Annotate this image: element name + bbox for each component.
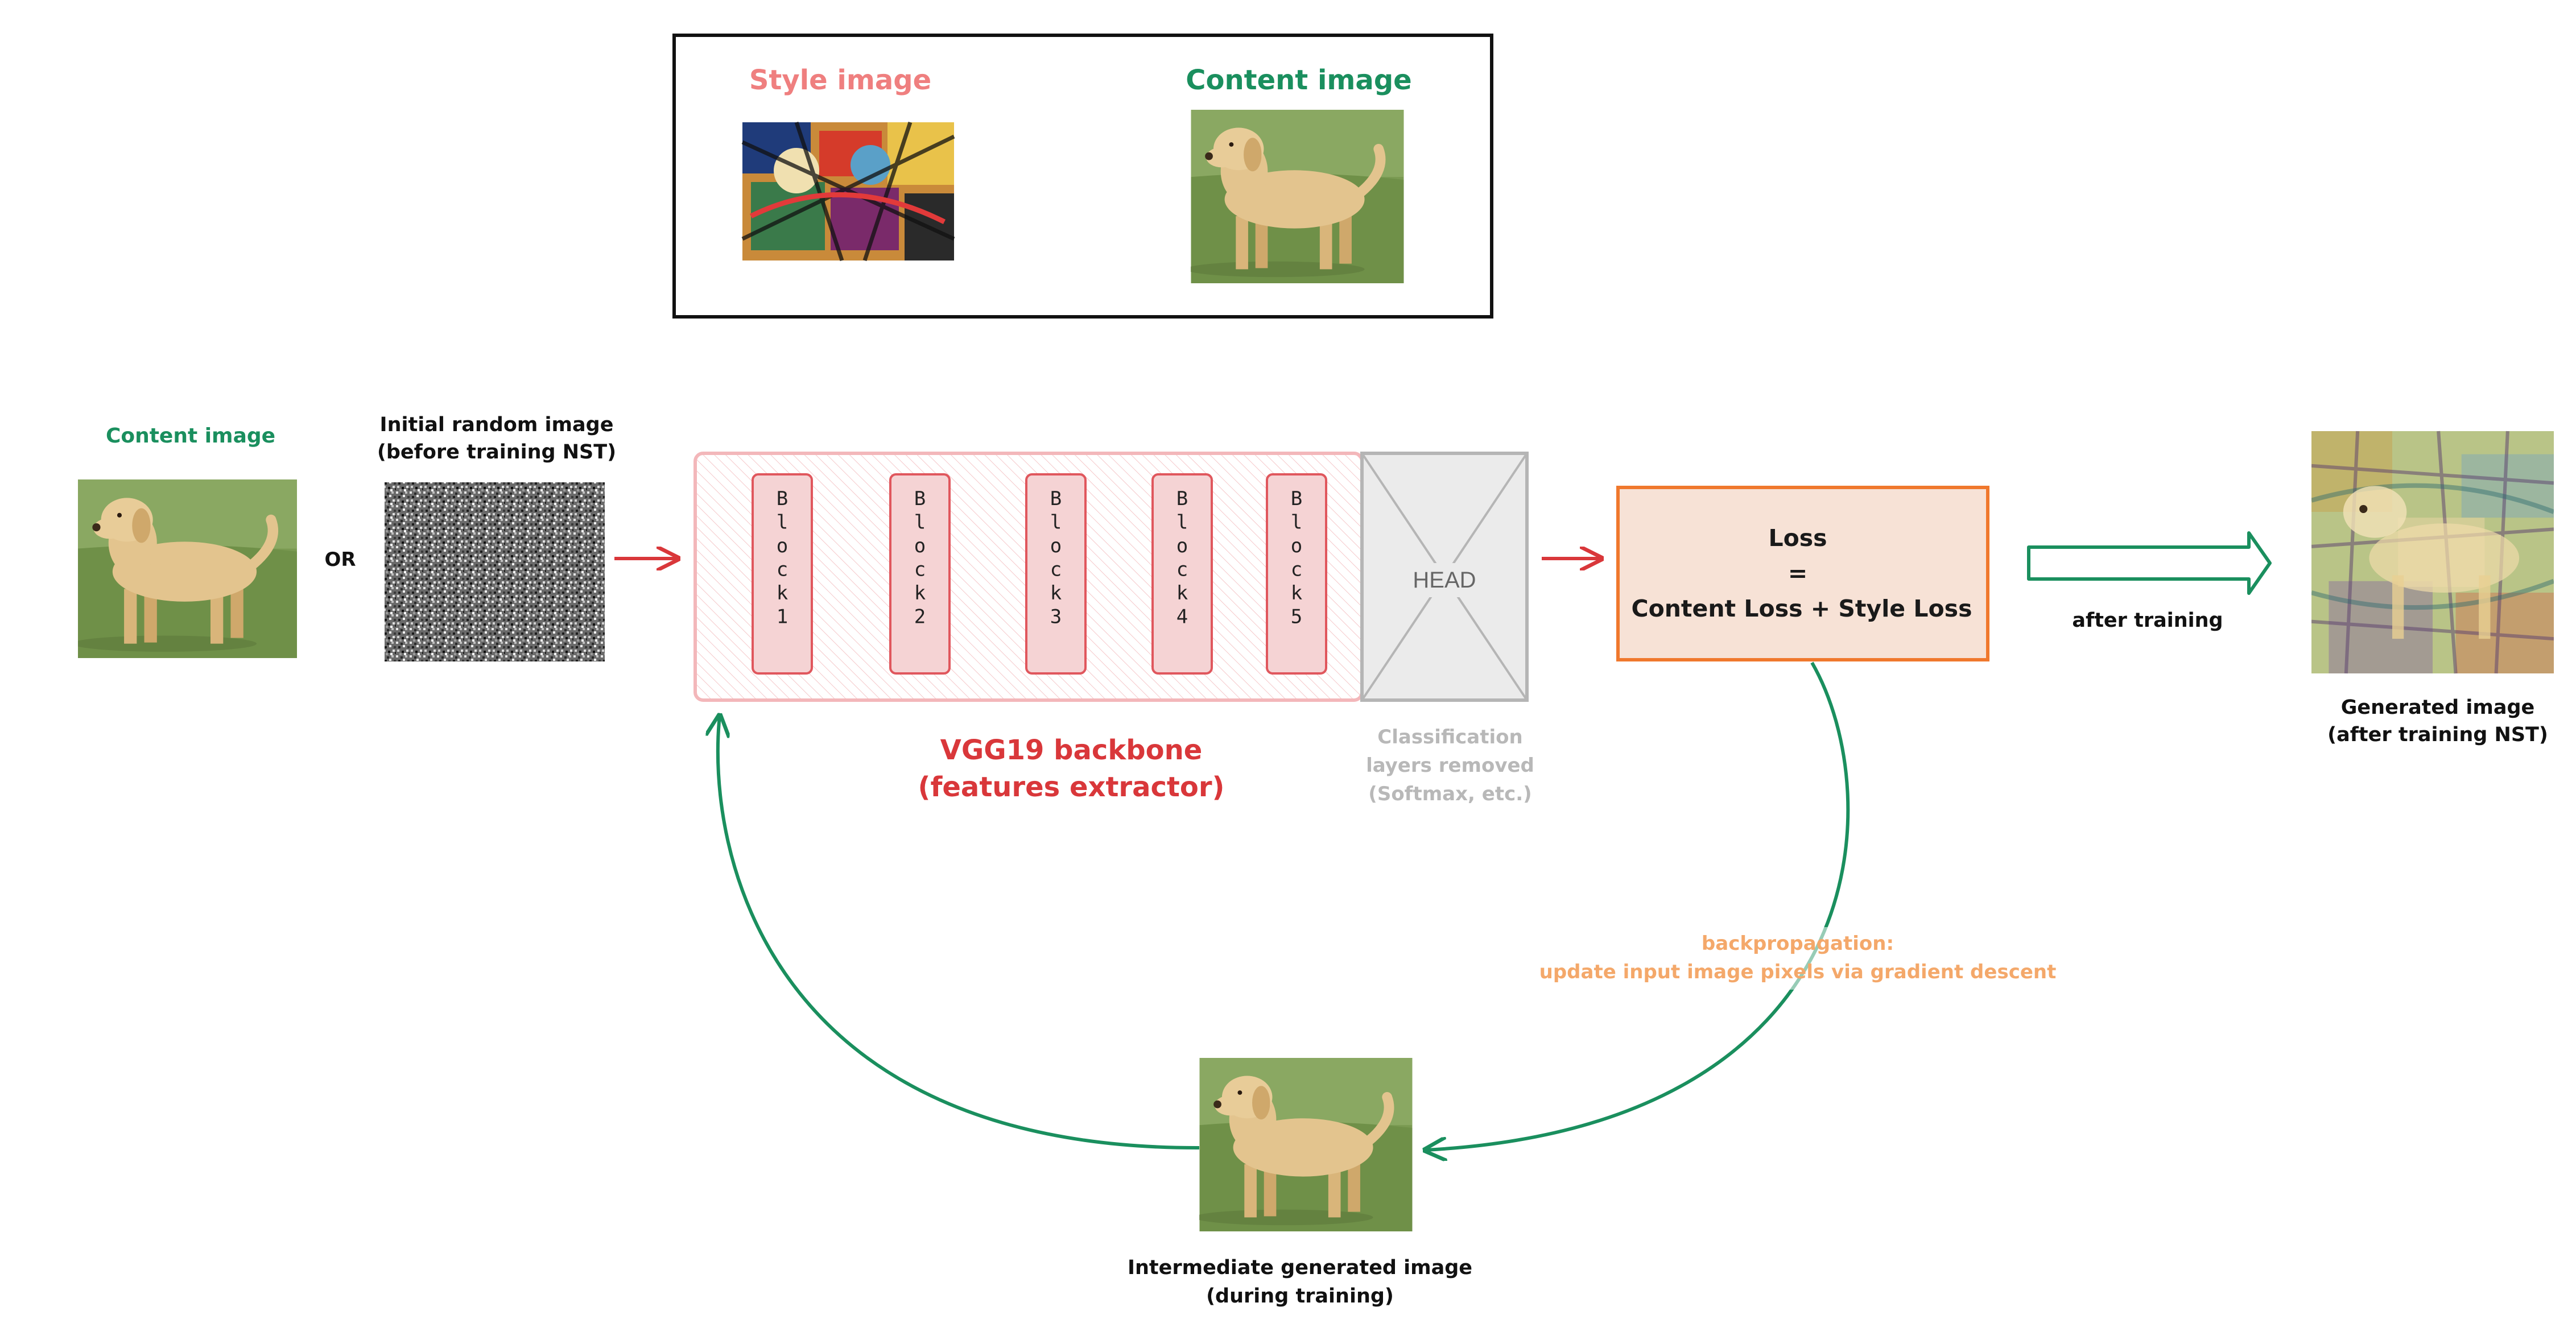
content-dog-photo bbox=[72, 479, 297, 658]
random-image-label-line1: Initial random image bbox=[380, 413, 614, 436]
intermediate-dog-photo bbox=[1194, 1058, 1413, 1231]
backbone-label-line2: (features extractor) bbox=[918, 771, 1225, 803]
abstract-painting-icon bbox=[741, 121, 955, 262]
generated-label-line2: (after training NST) bbox=[2327, 723, 2548, 746]
block-2 bbox=[889, 473, 951, 675]
or-label: OR bbox=[324, 548, 356, 571]
block-4 bbox=[1151, 473, 1213, 675]
block-3 bbox=[1025, 473, 1087, 675]
head-note-line3: (Softmax, etc.) bbox=[1368, 783, 1531, 805]
block-5 bbox=[1266, 473, 1327, 675]
backbone-label-line1: VGG19 backbone bbox=[940, 734, 1203, 766]
head-note-line1: Classification bbox=[1377, 726, 1522, 748]
content-image-label: Content image bbox=[106, 424, 275, 448]
backprop-label-line2: update input image pixels via gradient d… bbox=[1539, 961, 2057, 983]
intermediate-label-line1: Intermediate generated image bbox=[1128, 1256, 1472, 1279]
head-box bbox=[1360, 452, 1529, 702]
style-image-label: Style image bbox=[749, 64, 931, 96]
head-note-line2: layers removed bbox=[1366, 754, 1534, 777]
after-training-label: after training bbox=[2072, 609, 2223, 632]
feedback-arrow bbox=[718, 716, 1200, 1150]
legend-content-image-label: Content image bbox=[1186, 64, 1411, 96]
random-image-label-line2: (before training NST) bbox=[377, 441, 616, 464]
head-label: HEAD bbox=[1413, 568, 1476, 593]
generated-label-line1: Generated image bbox=[2341, 696, 2535, 719]
intermediate-label-line2: (during training) bbox=[1206, 1285, 1394, 1308]
legend-dog-photo bbox=[1186, 110, 1404, 283]
after-training-arrow bbox=[2027, 531, 2272, 595]
stylized-dog-icon bbox=[2311, 431, 2554, 673]
loss-line1: Loss bbox=[1768, 524, 1827, 552]
loss-box bbox=[1616, 486, 1989, 661]
block-1 bbox=[752, 473, 813, 675]
loss-line2: = bbox=[1788, 560, 1807, 587]
backbone-blocks bbox=[752, 473, 1327, 675]
loss-line3: Content Loss + Style Loss bbox=[1631, 595, 1972, 622]
random-noise-icon bbox=[385, 482, 605, 661]
backprop-label-line1: backpropagation: bbox=[1702, 932, 1894, 955]
backprop-label-bg bbox=[1547, 927, 2054, 990]
